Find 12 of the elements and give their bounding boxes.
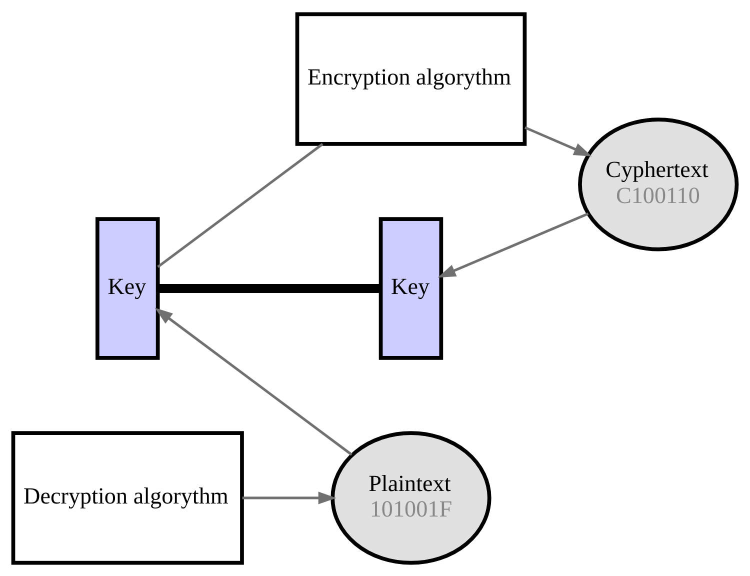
node-box: Key <box>378 216 444 360</box>
node-ellipse: Cyphertext C100110 <box>578 117 739 251</box>
node-box: Decryption algorythm <box>11 430 244 564</box>
connector <box>157 142 324 268</box>
node-box: Encryption algorythm <box>295 12 527 146</box>
arrow <box>154 307 352 456</box>
node-ellipse: Plaintext 101001F <box>330 430 492 564</box>
node-box: Key <box>96 216 160 360</box>
arrow <box>242 491 336 504</box>
arrow <box>524 126 592 156</box>
connector <box>158 284 380 292</box>
arrow <box>438 212 589 278</box>
